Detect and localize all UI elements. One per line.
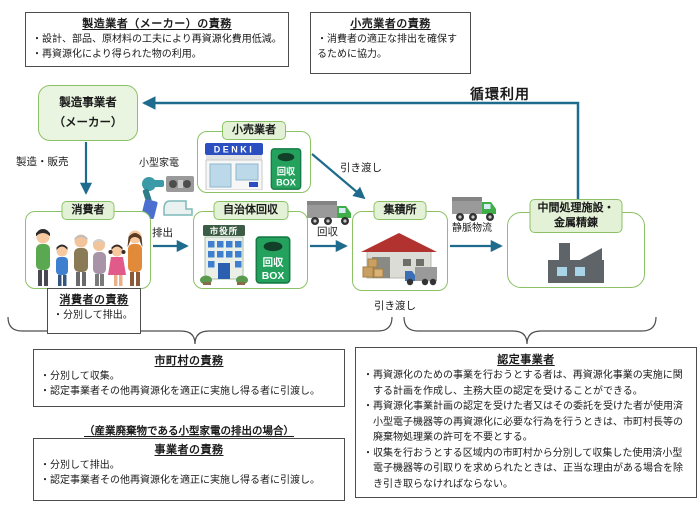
node-intermediate-processing-label: 中間処理施設・ 金属精錬 (529, 199, 623, 233)
municipality-duty-item: ・認定事業者その他再資源化を適正に実施し得る者に引渡し。 (40, 386, 320, 397)
certified-business-box: 認定事業者 ・再資源化のための事業を行おうとする者は、再資源化事業の実施に関する… (355, 347, 697, 498)
node-maker-line1: 製造事業者 (59, 97, 117, 109)
business-duty-item: ・認定事業者その他再資源化を適正に実施し得る者に引渡し。 (40, 475, 320, 486)
certified-business-item: ・再資源化事業計画の認定を受けた者又はその委託を受けた者が使用済小型電子機器等の… (363, 401, 683, 443)
consumer-duty-box: 消費者の責務 ・分別して排出。 (47, 288, 141, 334)
truck-icon (452, 197, 496, 221)
node-maker: 製造事業者 （メーカー） (38, 85, 138, 141)
collection-label: 回収 (317, 226, 338, 238)
collection-box-text: 回収 (263, 257, 284, 269)
collection-box-icon: 回収 BOX (255, 236, 291, 284)
warehouse-icon (361, 233, 437, 286)
business-duty-box: 事業者の責務 ・分別して排出。 ・認定事業者その他再資源化を適正に実施し得る者に… (33, 438, 345, 501)
venous-logistics-label: 静脈物流 (452, 223, 492, 234)
collection-box-icon: 回収 BOX (270, 148, 302, 190)
node-maker-line2: （メーカー） (53, 117, 123, 129)
small-appliances-icon (141, 176, 194, 219)
business-duty-item: ・分別して排出。 (40, 460, 120, 471)
certified-business-item: ・収集を行おうとする区域内の市町村から分別して収集した使用済小型電子機器等の引取… (363, 447, 683, 490)
node-collection-site-label: 集積所 (373, 201, 427, 220)
truck-icon (307, 201, 351, 225)
municipality-duty-box: 市町村の責務 ・分別して収集。 ・認定事業者その他再資源化を適正に実施し得る者に… (33, 349, 345, 407)
maker-duty-title: 製造業者（メーカー）の責務 (82, 18, 232, 30)
node-municipal-collection: 自治体回収 市役所 回収 BOX (193, 201, 308, 289)
manufacture-sale-label: 製造・販売 (16, 156, 69, 168)
factory-icon (548, 243, 604, 283)
collection-box-text: 回収 (277, 166, 296, 177)
collection-box-text: BOX (276, 178, 297, 188)
certified-brace (403, 316, 657, 345)
circular-use-label: 循環利用 (470, 86, 530, 102)
municipality-duty-title: 市町村の責務 (154, 355, 224, 367)
retailer-duty-box: 小売業者の責務 ・消費者の適正な排出を確保するために協力。 (310, 12, 471, 74)
denki-sign-text: DENKI (214, 145, 255, 155)
node-collection-site: 集積所 (352, 201, 448, 291)
family-icon (36, 229, 143, 286)
municipality-duty-item: ・分別して収集。 (40, 371, 120, 382)
certified-business-item: ・再資源化のための事業を行おうとする者は、再資源化事業の実施に関する計画を作成し… (363, 370, 683, 397)
node-municipal-collection-label: 自治体回収 (213, 201, 288, 220)
node-intermediate-line2: 金属精錬 (554, 217, 598, 229)
small-appliances-label: 小型家電 (139, 158, 179, 169)
maker-duty-item: ・設計、部品、原材料の工夫により再資源化費用低減。 (32, 34, 282, 45)
node-retailer: 小売業者 DENKI 回収 BOX (197, 121, 311, 193)
collection-box-text: BOX (262, 271, 285, 282)
business-duty-header: （産業廃棄物である小型家電の排出の場合） (84, 425, 294, 437)
handover-retail-arrow (311, 153, 366, 200)
retailer-duty-title: 小売業者の責務 (350, 18, 431, 30)
retailer-duty-item: ・消費者の適正な排出を確保するために協力。 (317, 34, 457, 60)
maker-duty-item: ・再資源化により得られた物の利用。 (32, 49, 202, 60)
node-consumer: 消費者 (25, 201, 151, 289)
city-hall-sign-text: 市役所 (210, 226, 239, 236)
city-hall-icon: 市役所 (200, 225, 248, 285)
maker-duty-box: 製造業者（メーカー）の責務 ・設計、部品、原材料の工夫により再資源化費用低減。 … (25, 12, 289, 67)
node-retailer-label: 小売業者 (222, 121, 286, 140)
discharge-label: 排出 (152, 227, 173, 239)
certified-business-title: 認定事業者 (497, 354, 555, 366)
node-intermediate-processing: 中間処理施設・ 金属精錬 (507, 199, 645, 288)
business-duty-title: 事業者の責務 (154, 444, 224, 456)
node-intermediate-line1: 中間処理施設・ (537, 202, 615, 214)
consumer-duty-item: ・分別して排出。 (53, 310, 133, 321)
node-consumer-label: 消費者 (61, 201, 115, 220)
denki-shop-icon: DENKI (205, 143, 263, 190)
handover-site-label: 引き渡し (374, 300, 416, 312)
handover-retail-label: 引き渡し (340, 162, 382, 174)
consumer-duty-title: 消費者の責務 (59, 294, 129, 306)
